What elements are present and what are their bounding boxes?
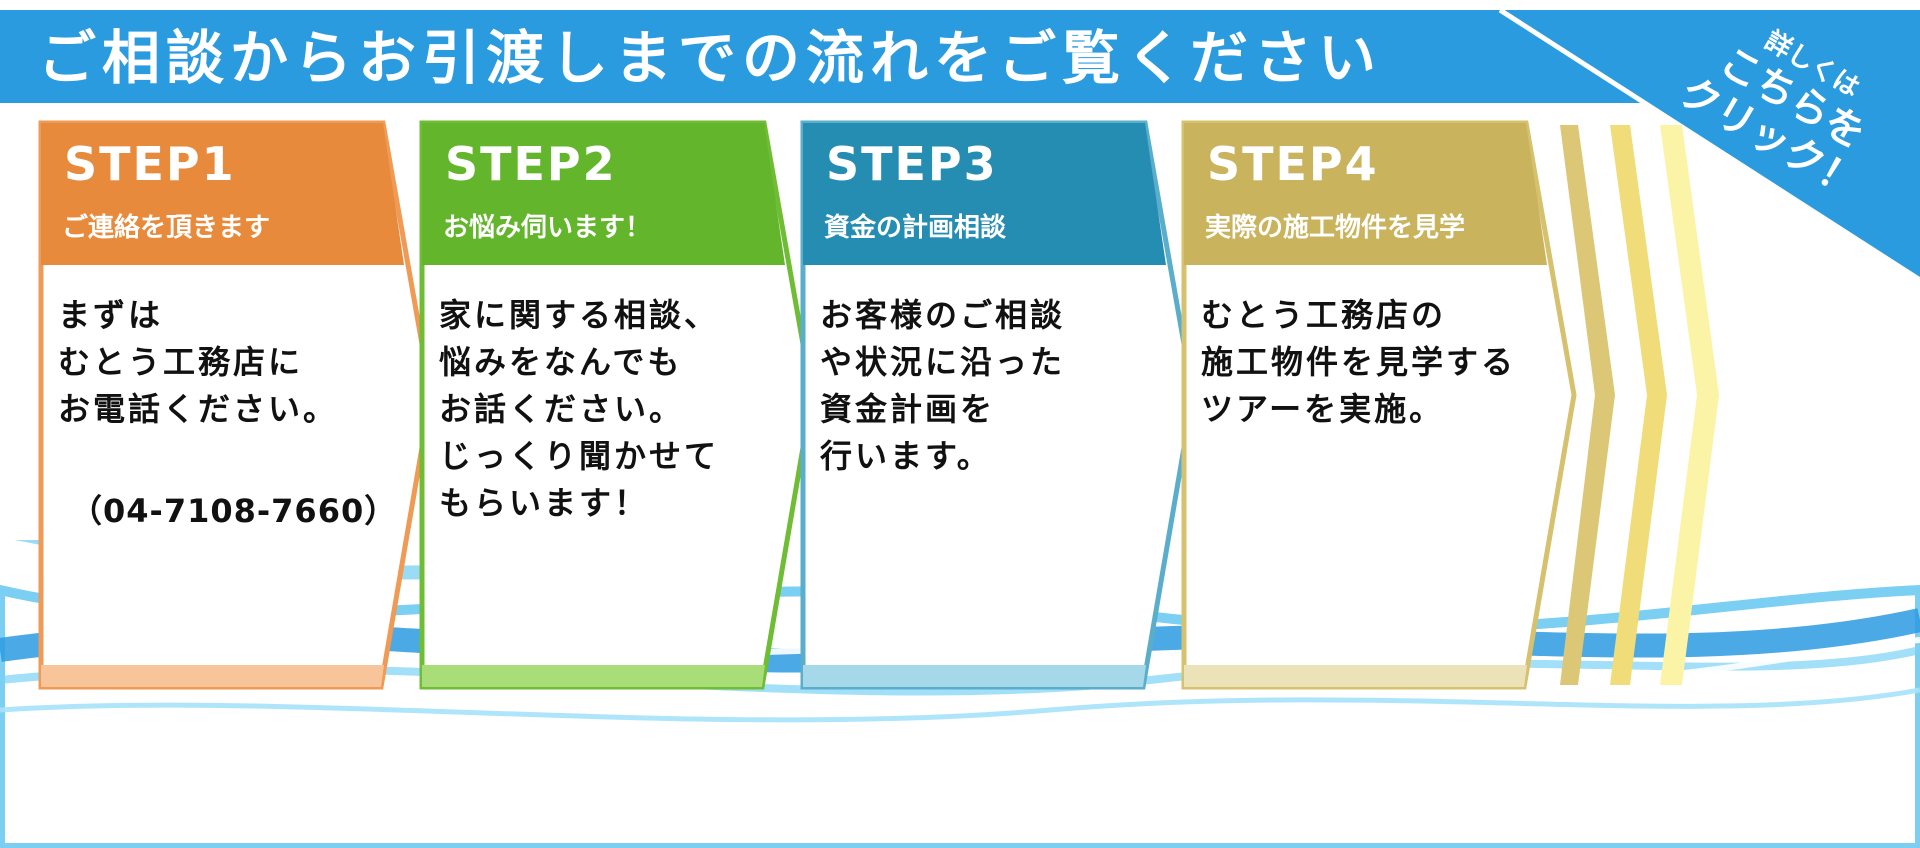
- step-3-subtitle: 資金の計画相談: [824, 213, 1007, 243]
- step-1-body: まずは むとう工務店に お電話ください。: [58, 296, 339, 428]
- step-2-subtitle: お悩み伺います！: [443, 213, 652, 243]
- step-4-card: STEP4 実際の施工物件を見学 むとう工務店の 施工物件を見学する ツアーを実…: [1181, 120, 1581, 690]
- corner-triangle: [1498, 7, 1920, 283]
- step-4-label: STEP4: [1207, 137, 1379, 191]
- step-4-subtitle: 実際の施工物件を見学: [1205, 213, 1466, 243]
- phone-number: （04-7108-7660）: [70, 492, 398, 530]
- step-2-body: 家に関する相談、 悩みをなんでも お話ください。 じっくり聞かせて もらいます！: [439, 296, 720, 522]
- step-3-card: STEP3 資金の計画相談 お客様のご相談 や状況に沿った 資金計画を 行います…: [800, 120, 1200, 690]
- step-2-label: STEP2: [445, 137, 617, 191]
- step-2-card: STEP2 お悩み伺います！ 家に関する相談、 悩みをなんでも お話ください。 …: [419, 120, 819, 690]
- trailing-chevrons: [1560, 125, 1719, 685]
- step-1-card: STEP1 ご連絡を頂きます まずは むとう工務店に お電話ください。 （04-…: [38, 120, 438, 690]
- step-1-subtitle: ご連絡を頂きます: [62, 213, 271, 243]
- page-title: ご相談からお引渡しまでの流れをご覧ください: [38, 24, 1383, 92]
- step-4-body: むとう工務店の 施工物件を見学する ツアーを実施。: [1201, 296, 1517, 428]
- step-3-label: STEP3: [826, 137, 998, 191]
- step-1-label: STEP1: [64, 137, 236, 191]
- step-3-body: お客様のご相談 や状況に沿った 資金計画を 行います。: [820, 296, 1066, 475]
